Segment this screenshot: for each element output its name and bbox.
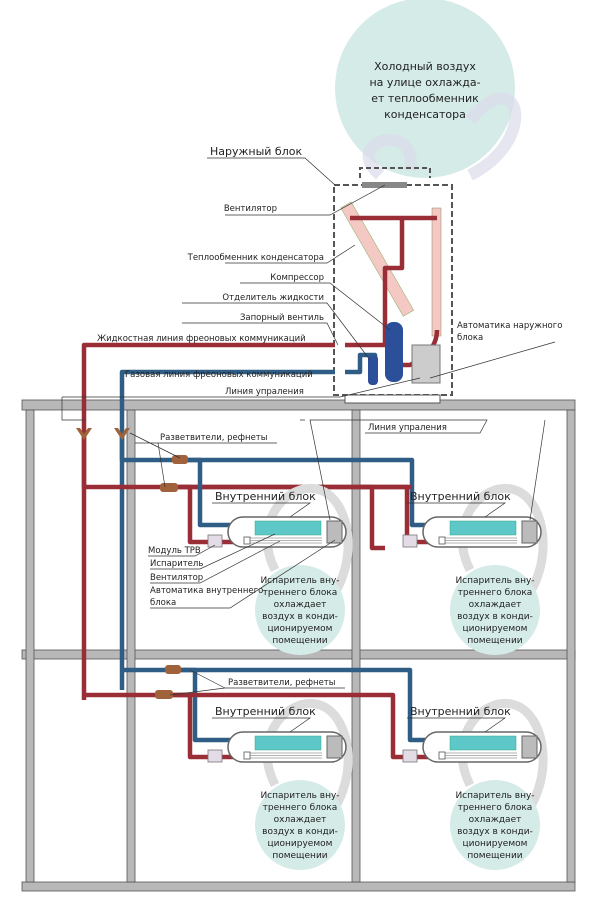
evaporator-coil [254, 520, 322, 536]
label-fan: Вентилятор [224, 204, 277, 214]
label-control-line: Линия упраления [225, 387, 304, 397]
label-outdoor-unit: Наружный блок [210, 145, 302, 158]
label-outdoor-automation: блока [457, 333, 483, 343]
indoor-labels: Линия упраления Разветвители, рефнеты Ра… [129, 419, 546, 696]
evaporator-coil [449, 735, 517, 751]
outdoor-air-bubble: Холодный воздух на улице охлажда- ет теп… [335, 0, 522, 181]
indoor-unit-title: Внутренний блок [410, 490, 511, 503]
label-outdoor-automation: Автоматика наружного [457, 321, 562, 331]
indoor-bubble-line: треннего блока [263, 588, 338, 598]
indoor-bubble-line: ционируемом [463, 624, 528, 634]
outdoor-control-box [411, 344, 441, 384]
label-compressor: Компрессор [270, 273, 324, 283]
indoor-unit-title: Внутренний блок [410, 705, 511, 718]
label-separator: Отделитель жидкости [222, 293, 324, 303]
indoor-control-box [521, 520, 538, 544]
indoor-fan-icon [438, 536, 446, 545]
indoor-bubble-line: охлаждает [469, 815, 522, 825]
indoor-air-bubble [255, 780, 345, 870]
indoor-bubble-line: Испаритель вну- [260, 576, 339, 586]
label-indoor-fan: Вентилятор [150, 573, 203, 583]
outdoor-unit [333, 167, 453, 404]
indoor-bubble-line: Испаритель вну- [455, 576, 534, 586]
trv-module [207, 749, 223, 763]
label-condenser: Теплообменник конденсатора [187, 253, 324, 263]
indoor-bubble-line: охлаждает [469, 600, 522, 610]
bubble-line: конденсатора [384, 108, 466, 121]
indoor-fan-icon [243, 751, 251, 760]
indoor-bubble-line: помещении [467, 851, 522, 861]
condenser-coil [340, 201, 415, 317]
bubble-line: Холодный воздух [374, 60, 476, 73]
indoor-bubble-line: треннего блока [263, 803, 338, 813]
evaporator-coil [449, 520, 517, 536]
indoor-bubble-line: воздух в конди- [262, 612, 338, 622]
label-refnets: Разветвители, рефнеты [160, 433, 267, 443]
indoor-bubble-line: Испаритель вну- [455, 791, 534, 801]
label-liquid-line: Жидкостная линия фреоновых коммуникаций [97, 334, 306, 344]
compressor [385, 322, 403, 382]
indoor-unit-title: Внутренний блок [215, 705, 316, 718]
label-refnets: Разветвители, рефнеты [228, 678, 335, 688]
indoor-air-bubble [450, 780, 540, 870]
label-trv: Модуль ТРВ [148, 546, 201, 556]
indoor-bubble-line: треннего блока [458, 588, 533, 598]
indoor-air-bubble [255, 565, 345, 655]
trv-module [207, 534, 223, 548]
trv-module [402, 534, 418, 548]
indoor-fan-icon [438, 751, 446, 760]
label-gas-line: Газовая линия фреоновых коммуникаций [125, 370, 313, 380]
indoor-bubble-line: воздух в конди- [457, 827, 533, 837]
label-evaporator: Испаритель [150, 559, 203, 569]
indoor-bubble-line: охлаждает [274, 815, 327, 825]
indoor-bubble-line: помещении [272, 636, 327, 646]
label-indoor-automation: блока [150, 598, 176, 608]
indoor-bubble-line: ционируемом [463, 839, 528, 849]
indoor-bubble-line: охлаждает [274, 600, 327, 610]
indoor-bubble-line: помещении [272, 851, 327, 861]
indoor-bubble-line: Испаритель вну- [260, 791, 339, 801]
indoor-bubble-line: помещении [467, 636, 522, 646]
bubble-line: ет теплообменник [371, 92, 479, 105]
indoor-control-box [521, 735, 538, 759]
gas-branch [119, 435, 430, 528]
indoor-unit-title: Внутренний блок [215, 490, 316, 503]
trv-module [402, 749, 418, 763]
indoor-bubble-line: треннего блока [458, 803, 533, 813]
label-valve: Запорный вентиль [240, 313, 324, 323]
indoor-control-box [326, 735, 343, 759]
outdoor-labels: Наружный блок Вентилятор Теплообменник к… [61, 145, 562, 421]
indoor-fan-icon [243, 536, 251, 545]
bubble-line: на улице охлажда- [369, 76, 480, 89]
refnet-joints [76, 428, 188, 699]
indoor-bubble-line: воздух в конди- [262, 827, 338, 837]
label-control-line-indoor: Линия упраления [368, 423, 447, 433]
label-indoor-automation: Автоматика внутреннего [150, 586, 263, 596]
indoor-control-box [326, 520, 343, 544]
indoor-air-bubble [450, 565, 540, 655]
indoor-bubble-line: ционируемом [268, 624, 333, 634]
indoor-bubble-line: воздух в конди- [457, 612, 533, 622]
indoor-bubble-line: ционируемом [268, 839, 333, 849]
evaporator-coil [254, 735, 322, 751]
liquid-separator [368, 355, 378, 385]
